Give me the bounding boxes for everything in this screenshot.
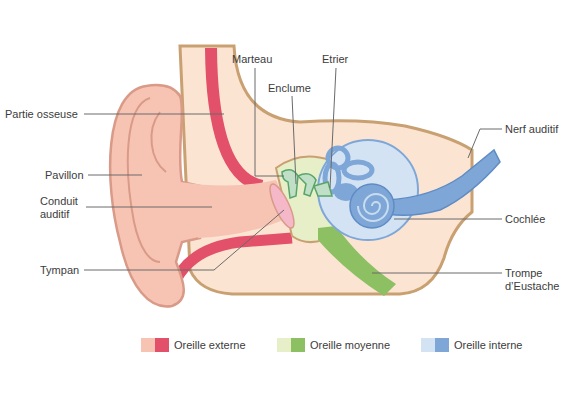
leader-line bbox=[86, 207, 212, 208]
part-label: Cochlée bbox=[505, 213, 545, 226]
part-label: Nerf auditif bbox=[505, 123, 558, 136]
auditory-nerve bbox=[386, 150, 500, 215]
leader-line bbox=[330, 68, 336, 188]
leader-line bbox=[372, 273, 502, 274]
stapes bbox=[314, 182, 332, 196]
part-label: Etrier bbox=[322, 53, 348, 66]
leader-line bbox=[468, 129, 502, 158]
leader-line bbox=[88, 175, 142, 176]
antihelix-line bbox=[151, 112, 166, 172]
part-label: Pavillon bbox=[45, 169, 84, 182]
legend-swatch bbox=[435, 338, 449, 352]
legend-swatch-light bbox=[141, 338, 155, 352]
part-label: Conduit auditif bbox=[40, 195, 86, 221]
legend-swatch-light bbox=[277, 338, 291, 352]
part-label: Partie osseuse bbox=[5, 108, 78, 121]
bone-strip bbox=[174, 238, 292, 284]
part-label: Trompe d’Eustache bbox=[505, 267, 569, 293]
leader-line bbox=[84, 114, 224, 115]
cochlea-spiral bbox=[358, 194, 388, 221]
leader-line bbox=[394, 219, 502, 220]
part-label: Tympan bbox=[40, 264, 79, 277]
part-label: Marteau bbox=[232, 53, 272, 66]
legend-swatch-light bbox=[421, 338, 435, 352]
incus bbox=[298, 174, 316, 196]
legend-text: Oreille interne bbox=[454, 339, 522, 352]
part-label: Enclume bbox=[268, 82, 311, 95]
leader-line bbox=[84, 210, 284, 270]
cochlea bbox=[350, 184, 394, 228]
legend-swatch bbox=[291, 338, 305, 352]
legend-text: Oreille externe bbox=[174, 339, 246, 352]
legend-swatch bbox=[155, 338, 169, 352]
semicircular-canal bbox=[344, 162, 372, 178]
helix-line bbox=[128, 98, 160, 262]
bone-strip bbox=[211, 48, 262, 186]
leader-line bbox=[292, 96, 296, 184]
legend-text: Oreille moyenne bbox=[310, 339, 390, 352]
bone-region bbox=[180, 46, 472, 294]
inner-ear-region bbox=[318, 140, 418, 240]
